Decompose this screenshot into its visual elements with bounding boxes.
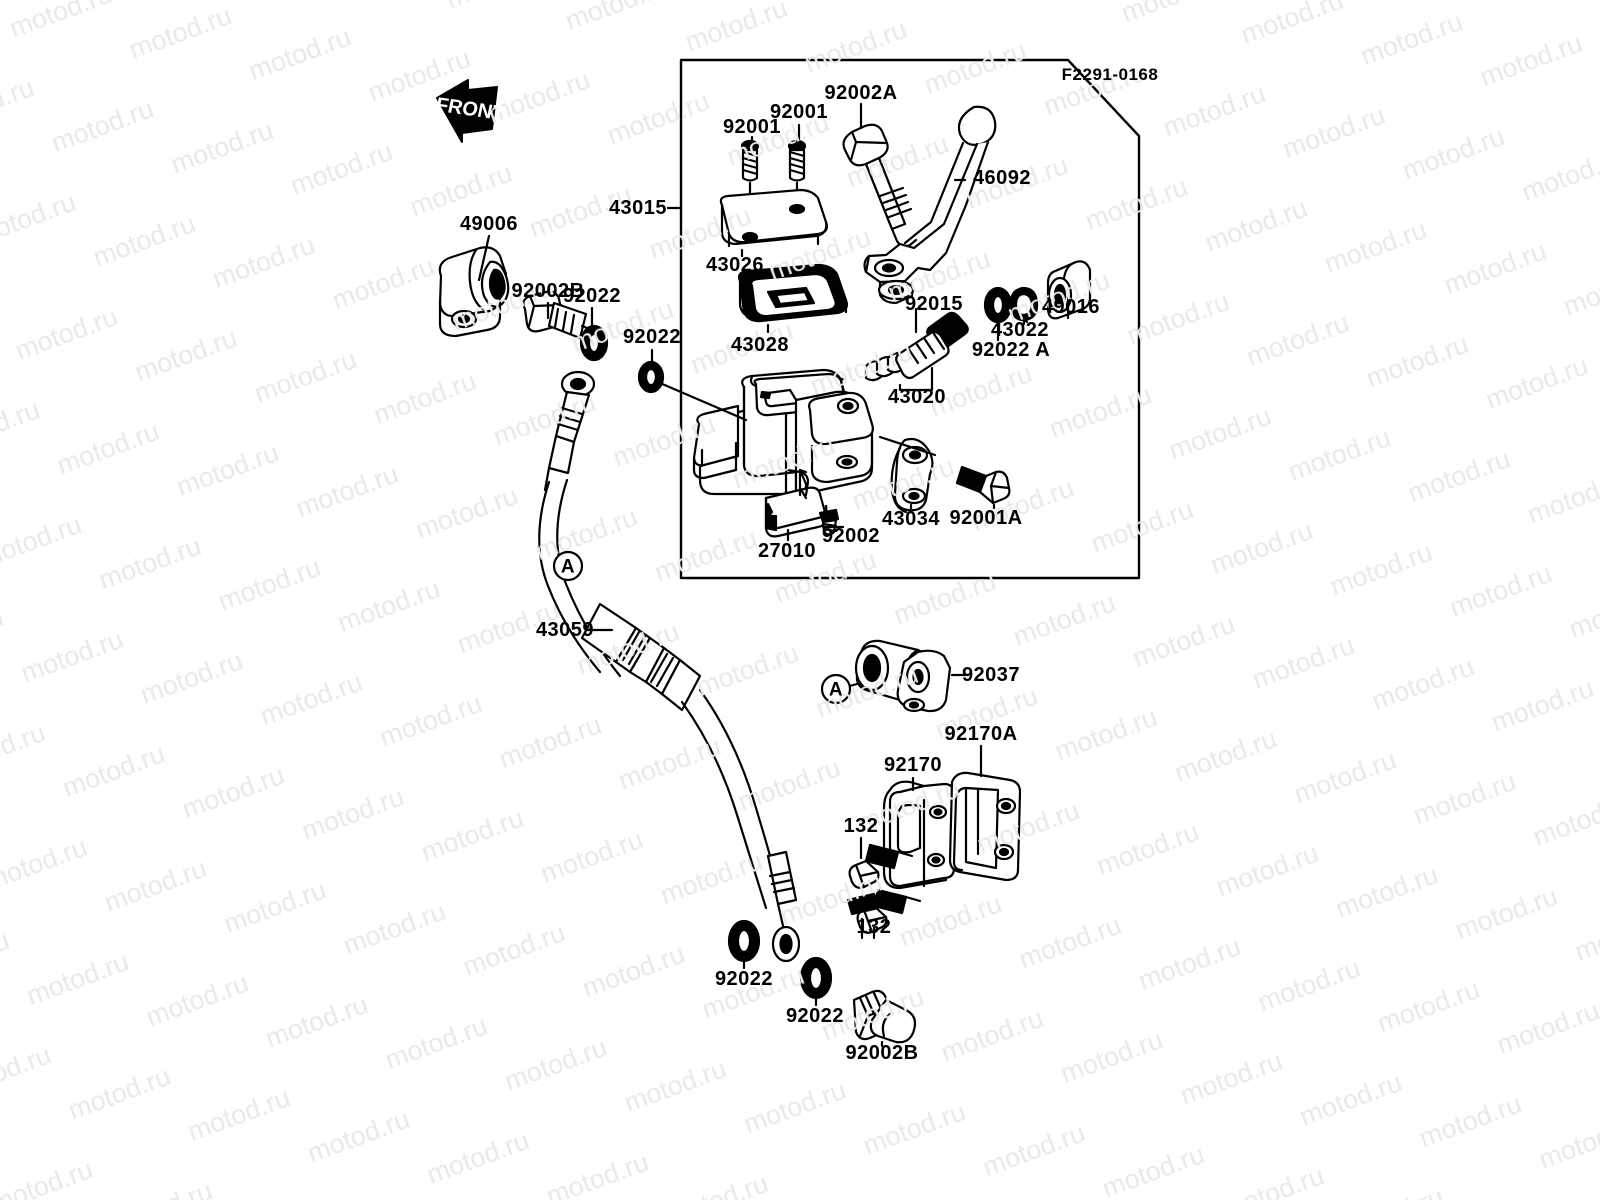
part-number-43034: 43034 (881, 508, 941, 530)
part-number-92022A: 92022 A (971, 339, 1051, 361)
front-arrow-label: FRONT (433, 93, 507, 126)
part-number-43059: 43059 (535, 619, 595, 641)
part-number-43020: 43020 (887, 386, 947, 408)
marker-a-hose-label: A (560, 556, 576, 578)
part-number-43026: 43026 (705, 254, 765, 276)
part-number-92022: 92022 (714, 968, 774, 990)
part-number-43028: 43028 (730, 334, 790, 356)
part-number-92015: 92015 (904, 293, 964, 315)
part-number-49016: 49016 (1041, 296, 1101, 318)
part-number-92002A: 92002A (824, 82, 898, 104)
diagram-code: F2291-0168 (1061, 65, 1159, 84)
part-number-92022: 92022 (622, 326, 682, 348)
part-number-92002: 92002 (821, 525, 881, 547)
part-number-92001A: 92001A (949, 507, 1023, 529)
part-number-43022: 43022 (990, 319, 1050, 341)
part-number-92022: 92022 (562, 285, 622, 307)
part-number-92002B: 92002B (845, 1042, 919, 1064)
part-number-92001: 92001 (769, 101, 829, 123)
part-number-43015: 43015 (608, 197, 668, 219)
part-number-132: 132 (856, 916, 892, 938)
part-number-92170: 92170 (883, 754, 943, 776)
part-number-92170A: 92170A (944, 723, 1018, 745)
marker-a-clamp-label: A (828, 679, 844, 701)
part-number-92037: 92037 (961, 664, 1021, 686)
part-number-46092: 46092 (972, 167, 1032, 189)
part-number-49006: 49006 (459, 213, 519, 235)
part-number-27010: 27010 (757, 540, 817, 562)
part-number-92022: 92022 (785, 1005, 845, 1027)
part-number-132: 132 (843, 815, 879, 837)
